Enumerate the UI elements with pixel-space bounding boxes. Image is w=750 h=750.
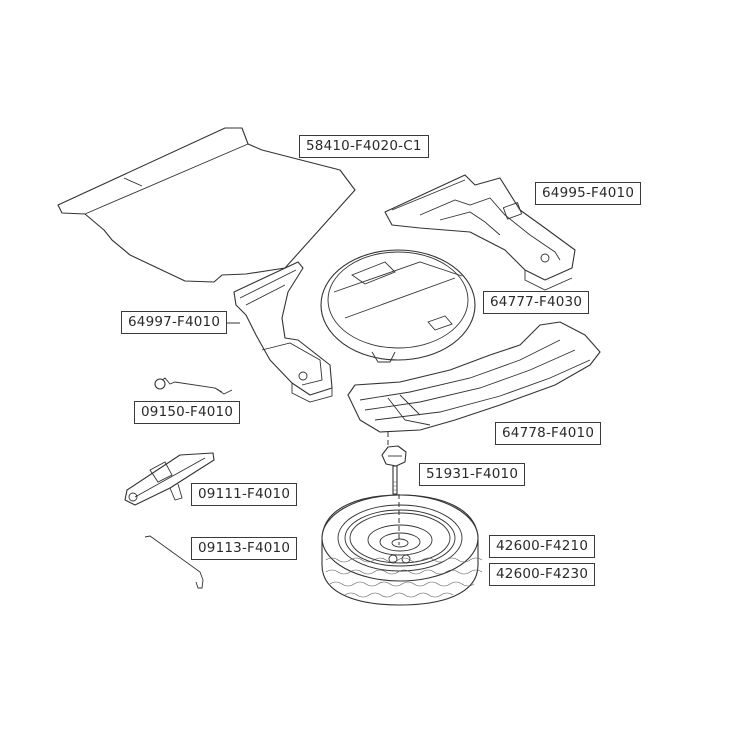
part-label-64778-F4010[interactable]: 64778-F4010 [495, 422, 602, 445]
part-label-42600-F4230[interactable]: 42600-F4230 [489, 563, 596, 586]
part-label-58410-F4020-C1[interactable]: 58410-F4020-C1 [299, 135, 429, 158]
part-label-42600-F4210[interactable]: 42600-F4210 [489, 535, 596, 558]
tray-left-drawing [233, 261, 333, 403]
part-label-09150-F4010[interactable]: 09150-F4010 [134, 401, 241, 424]
part-label-09111-F4010[interactable]: 09111-F4010 [191, 483, 298, 506]
tray-right-drawing [384, 174, 576, 291]
deck-board-drawing [57, 127, 356, 283]
part-label-51931-F4010[interactable]: 51931-F4010 [419, 463, 526, 486]
wheel-well-cover-drawing [347, 321, 601, 448]
part-label-64997-F4010[interactable]: 64997-F4010 [121, 311, 228, 334]
spare-clamp-bolt-drawing [381, 445, 407, 495]
part-label-09113-F4010[interactable]: 09113-F4010 [191, 537, 298, 560]
part-label-64777-F4030[interactable]: 64777-F4030 [483, 291, 590, 314]
tow-hook-drawing [144, 535, 204, 589]
part-label-64995-F4010[interactable]: 64995-F4010 [535, 182, 642, 205]
spare-wheel-drawing [321, 494, 483, 606]
jack-handle-drawing [154, 377, 233, 395]
jack-drawing [124, 452, 215, 506]
spare-wheel-tray-drawing [320, 249, 476, 363]
